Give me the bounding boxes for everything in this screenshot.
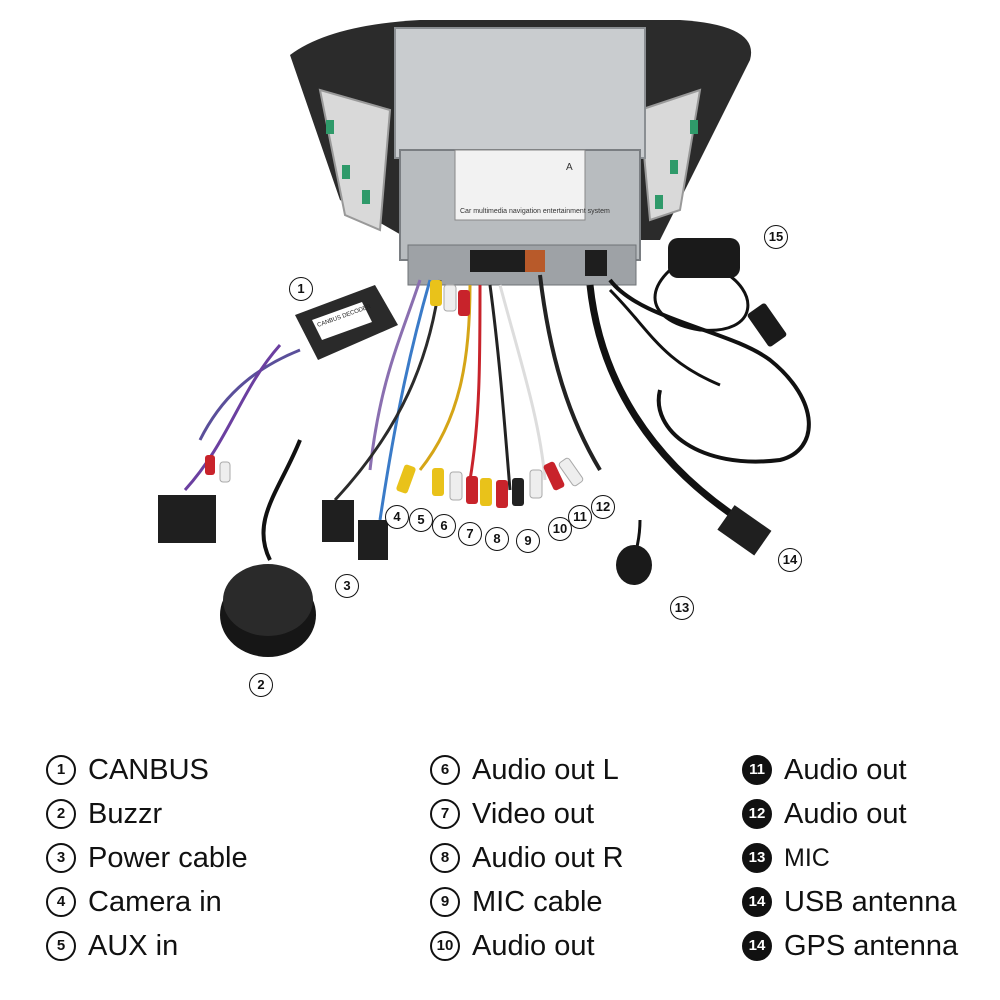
canbus-box: CANBUS DECODER [295,285,398,360]
legend-item: 7 Video out [430,792,624,836]
legend-item: 9 MIC cable [430,880,624,924]
callout-11: 11 [568,505,592,529]
legend-label: Buzzr [88,797,163,830]
legend-item: 8 Audio out R [430,836,624,880]
callout-15: 15 [764,225,788,249]
callout-3: 3 [335,574,359,598]
legend-number: 10 [430,931,460,961]
legend-number: 14 [742,887,772,917]
legend-column-2: 6 Audio out L 7 Video out 8 Audio out R 9 MI… [430,748,624,968]
unit-label-badge: A [566,162,573,173]
callout-14: 14 [778,548,802,572]
legend-item: 11 Audio out [742,748,958,792]
callout-5: 5 [409,508,433,532]
legend-number: 6 [430,755,460,785]
legend-number: 11 [742,755,772,785]
callout-6: 6 [432,514,456,538]
legend-number: 1 [46,755,76,785]
product-photo: Car multimedia navigation entertainment … [158,20,811,657]
legend-column-1: 1 CANBUS 2 Buzzr 3 Power cable 4 Camera in 5… [46,748,248,968]
legend-label: MIC [784,843,830,872]
legend-number: 7 [430,799,460,829]
legend-item: 14 USB antenna [742,880,958,924]
legend-label: CANBUS [88,753,209,786]
legend-number: 2 [46,799,76,829]
legend-number: 9 [430,887,460,917]
callout-4: 4 [385,505,409,529]
legend-item: 2 Buzzr [46,792,248,836]
legend-number: 5 [46,931,76,961]
legend-label: Audio out [472,929,595,962]
legend-item: 3 Power cable [46,836,248,880]
legend-number: 3 [46,843,76,873]
callout-12: 12 [591,495,615,519]
legend-item: 10 Audio out [430,924,624,968]
callout-8: 8 [485,527,509,551]
legend-item: 1 CANBUS [46,748,248,792]
callout-9: 9 [516,529,540,553]
legend-number: 12 [742,799,772,829]
legend-label: AUX in [88,929,179,962]
legend-label: Power cable [88,841,248,874]
wire-harness [183,248,811,566]
legend-number: 8 [430,843,460,873]
callout-7: 7 [458,522,482,546]
legend-label: USB antenna [784,885,957,918]
legend-label: Audio out [784,797,907,830]
usb-plug [747,303,787,347]
legend-item: 5 AUX in [46,924,248,968]
legend-label: Audio out [784,753,907,786]
unit-label-text: Car multimedia navigation entertainment … [460,208,610,215]
legend-label: Camera in [88,885,222,918]
legend-number: 13 [742,843,772,873]
callout-13: 13 [670,596,694,620]
iso-connectors [158,495,772,560]
radio-chassis: Car multimedia navigation entertainment … [394,27,646,286]
legend-number: 4 [46,887,76,917]
callout-2: 2 [249,673,273,697]
legend-label: Video out [472,797,595,830]
legend-item: 13 MIC [742,836,958,880]
gps-antenna [668,238,740,278]
legend-label: Audio out R [472,841,624,874]
legend-label: GPS antenna [784,929,959,962]
legend-item: 12 Audio out [742,792,958,836]
legend-item: 4 Camera in [46,880,248,924]
mic-puck [616,545,652,585]
legend-label: Audio out L [472,753,619,786]
legend-number: 14 [742,931,772,961]
buzzer-speaker [220,564,316,657]
legend-item: 14 GPS antenna [742,924,958,968]
callout-1: 1 [289,277,313,301]
legend-label: MIC cable [472,885,603,918]
rca-plugs [205,280,584,508]
legend-item: 6 Audio out L [430,748,624,792]
